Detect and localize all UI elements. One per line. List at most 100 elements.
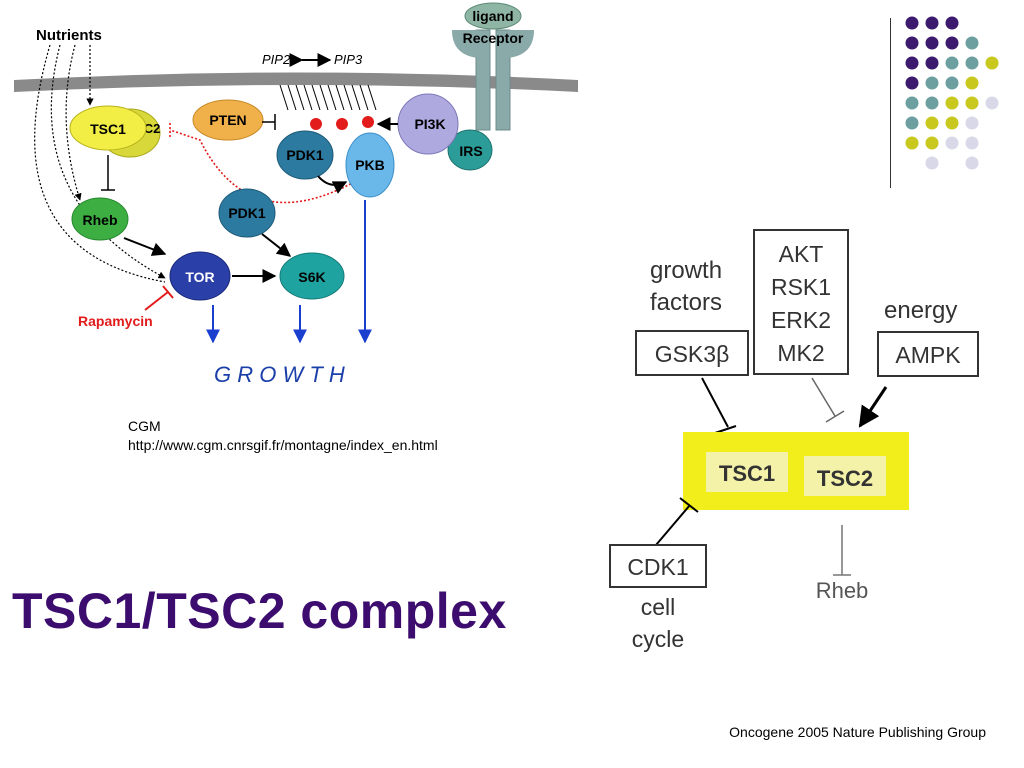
cell-cycle-label-2: cycle: [632, 626, 684, 652]
tsc1-complex-label: TSC1: [719, 461, 775, 486]
decorative-dot: [945, 16, 959, 30]
decorative-dot: [905, 136, 919, 150]
pdk1-mid-label: PDK1: [228, 205, 266, 221]
signaling-pathway-diagram: ligand Receptor Nutrients PIP2 PIP3 PTEN…: [14, 2, 578, 387]
irs-label: IRS: [459, 143, 482, 159]
decorative-dot: [925, 16, 939, 30]
decorative-dot: [965, 36, 979, 50]
decorative-dot: [905, 96, 919, 110]
tsc2-complex-label: TSC2: [817, 466, 873, 491]
gsk3b-box: [635, 330, 749, 376]
tor-label: TOR: [185, 269, 214, 285]
cdk1-label: CDK1: [627, 554, 688, 580]
tsc-regulation-diagram: growth factors GSK3β AKT RSK1 ERK2 MK2 e…: [609, 229, 979, 652]
rheb-to-tor-arrow: [123, 237, 167, 256]
decorative-dot: [985, 96, 999, 110]
decorative-dot: [925, 76, 939, 90]
rheb-label: Rheb: [83, 212, 118, 228]
gsk3b-inhibit: [701, 377, 737, 435]
tsc1-label: TSC1: [90, 121, 126, 137]
decorative-dot: [945, 136, 959, 150]
decorative-dot: [945, 36, 959, 50]
decorative-dot: [965, 136, 979, 150]
pten-label: PTEN: [209, 112, 246, 128]
receptor: [452, 2, 534, 131]
decorative-dot: [905, 36, 919, 50]
decorative-dot: [985, 56, 999, 70]
decorative-divider: [890, 18, 891, 188]
rheb-node: [71, 197, 129, 241]
decorative-dot: [925, 36, 939, 50]
decorative-dot: [945, 76, 959, 90]
phosphate-dot: [310, 118, 322, 130]
decorative-dot: [905, 56, 919, 70]
tsc1-box: [706, 452, 788, 492]
kinase-mk2: MK2: [777, 340, 824, 366]
decorative-dot: [925, 156, 939, 170]
decorative-dot: [945, 116, 959, 130]
citation-url: http://www.cgm.cnrsgif.fr/montagne/index…: [128, 437, 438, 453]
s6k-node: [279, 252, 345, 300]
pdk1-to-pkb-arrow: [317, 175, 348, 194]
decorative-dot: [965, 56, 979, 70]
pdk1-top-node: [276, 130, 334, 180]
pip3-label: PIP3: [334, 52, 363, 67]
tsc1-node: [69, 105, 147, 151]
decorative-dot: [925, 56, 939, 70]
tor-node: [169, 251, 231, 301]
cdk1-box: [609, 544, 707, 588]
s6k-label: S6K: [298, 269, 325, 285]
decorative-dot: [965, 96, 979, 110]
ampk-box: [877, 331, 979, 377]
source-footer: Oncogene 2005 Nature Publishing Group: [729, 724, 986, 740]
decorative-dot: [945, 56, 959, 70]
cdk1-inhibit: [655, 497, 699, 546]
ampk-activate: [858, 386, 888, 428]
cell-membrane: [14, 72, 578, 92]
citation-source: CGM: [128, 418, 161, 434]
kinase-erk2: ERK2: [771, 307, 831, 333]
pkb-node: [345, 132, 395, 198]
decorative-dot: [965, 116, 979, 130]
decorative-dot: [965, 156, 979, 170]
phosphate-dot: [336, 118, 348, 130]
kinases-inhibit: [811, 377, 845, 423]
rapamycin-inhibit: [144, 285, 174, 311]
decorative-dot: [925, 96, 939, 110]
tsc2-box: [804, 456, 886, 496]
pten-inhibit: [262, 114, 276, 130]
pten-node: [192, 99, 264, 141]
kinase-rsk1: RSK1: [771, 274, 831, 300]
decorative-dot: [905, 116, 919, 130]
pdk1-top-label: PDK1: [286, 147, 324, 163]
pi3k-label: PI3K: [414, 116, 445, 132]
cell-cycle-label-1: cell: [641, 594, 676, 620]
growth-factors-label-2: factors: [650, 289, 722, 316]
pdk1-to-s6k-arrow: [261, 233, 292, 257]
pdk1-mid-node: [218, 188, 276, 238]
decorative-dot-grid: [905, 16, 999, 170]
nutrients-label: Nutrients: [36, 27, 102, 44]
decorative-dot: [945, 96, 959, 110]
gsk3b-label: GSK3β: [655, 341, 730, 367]
rheb-right-label: Rheb: [816, 578, 869, 603]
decorative-dot: [905, 76, 919, 90]
ligand-label: ligand: [472, 8, 513, 24]
rapamycin-label: Rapamycin: [78, 313, 153, 329]
slide-title: TSC1/TSC2 complex: [12, 583, 507, 639]
decorative-dot: [965, 76, 979, 90]
growth-label: G R O W T H: [214, 362, 345, 387]
growth-factors-label-1: growth: [650, 257, 722, 284]
pkb-label: PKB: [355, 157, 385, 173]
pkb-tsc-dotted-inhibit: [169, 123, 359, 204]
tsc-to-rheb-inhibit: [833, 525, 851, 576]
nutrient-dotted-arrows: [34, 44, 166, 283]
receptor-label: Receptor: [463, 30, 524, 46]
phospholipid-lines: [279, 84, 377, 111]
kinases-box: [753, 229, 849, 375]
kinase-akt: AKT: [779, 241, 824, 267]
tsc-to-rheb-inhibit: [101, 155, 115, 191]
pip2-label: PIP2: [262, 52, 291, 67]
tsc2-label: C2: [144, 121, 161, 136]
decorative-dot: [905, 16, 919, 30]
